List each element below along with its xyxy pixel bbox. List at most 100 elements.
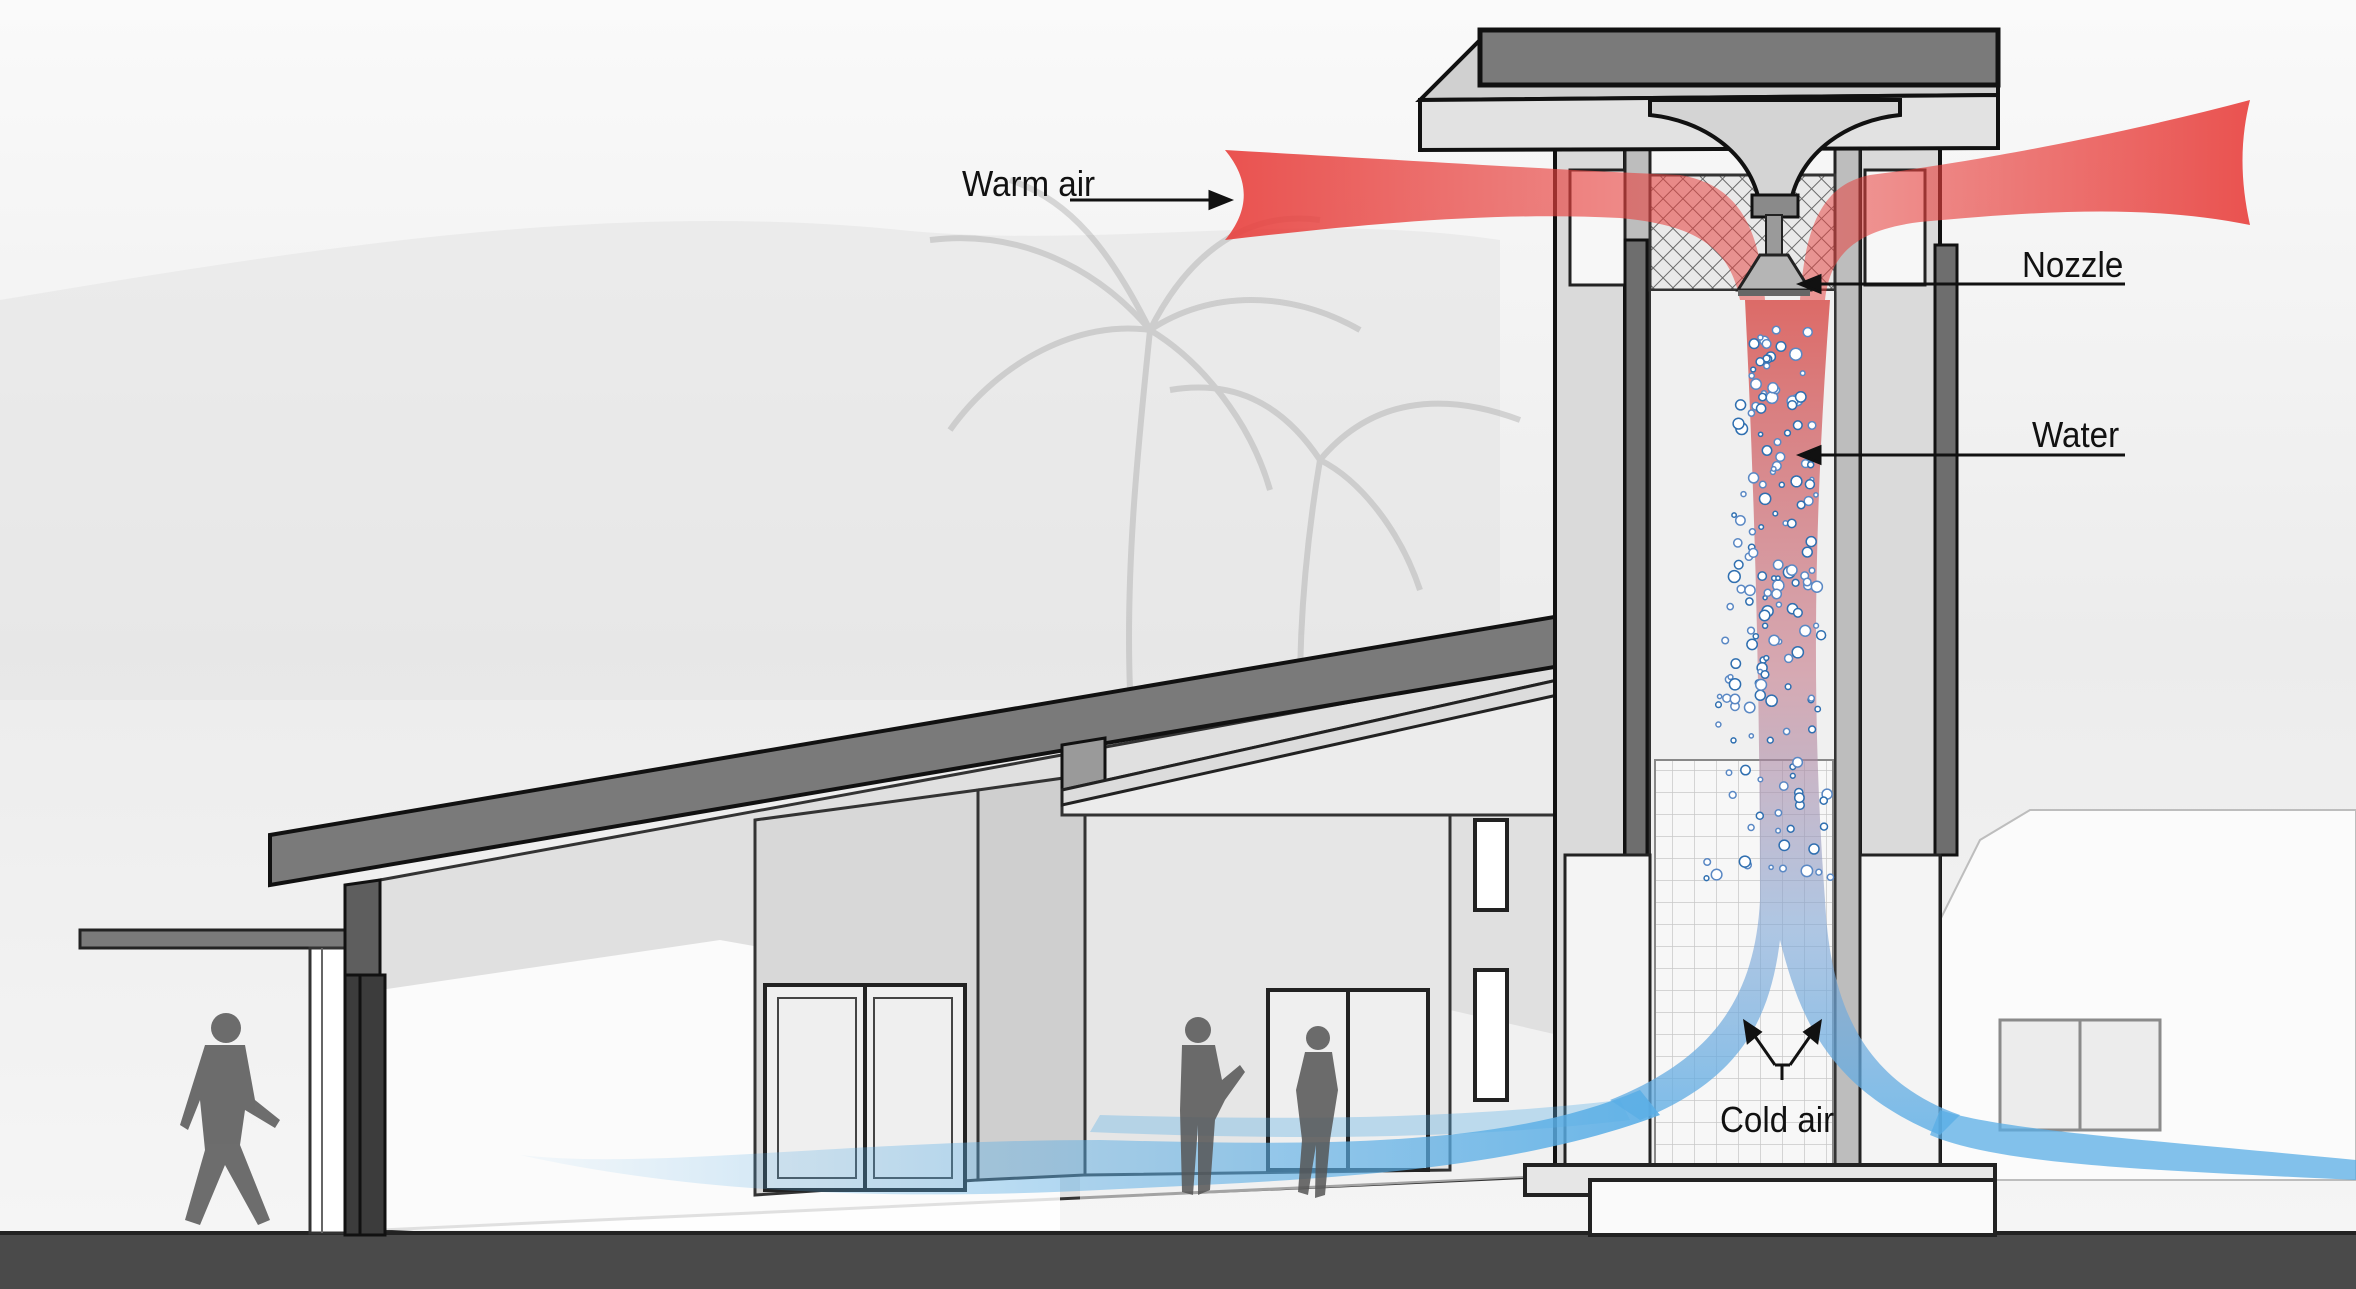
water-drop-icon	[1775, 575, 1781, 581]
water-drop-icon	[1792, 607, 1803, 618]
water-drop-icon	[1789, 772, 1796, 779]
water-drop-icon	[1773, 438, 1782, 447]
water-drop-icon	[1778, 781, 1789, 792]
water-drop-icon	[1746, 638, 1759, 651]
background-hills	[0, 220, 1500, 700]
water-drop-icon	[1755, 811, 1765, 821]
water-drop-icon	[1728, 677, 1742, 691]
cold-air-left-flow	[520, 1090, 1660, 1195]
water-drop-icon	[1727, 569, 1741, 584]
water-drop-icon	[1799, 624, 1812, 637]
water-label: Water	[2032, 414, 2120, 455]
person-silhouette-icon	[1296, 1026, 1338, 1198]
water-drop-icon	[1729, 693, 1741, 705]
water-drop-icon	[1758, 492, 1772, 506]
water-drop-icon	[1783, 429, 1792, 437]
water-drop-icon	[1744, 584, 1756, 597]
warm-air-arrow	[1070, 189, 1235, 211]
water-drop-icon	[1740, 490, 1747, 498]
water-drop-icon	[1796, 500, 1806, 510]
water-drop-icon	[1745, 597, 1754, 606]
water-drop-icon	[1775, 827, 1782, 834]
water-drop-icon	[1750, 378, 1762, 391]
water-drop-icon	[1799, 370, 1806, 377]
water-drop-icon	[1772, 559, 1784, 571]
water-drop-icon	[1758, 392, 1767, 402]
water-drop-icon	[1757, 334, 1764, 341]
water-drop-icon	[1761, 622, 1769, 630]
water-drop-icon	[1789, 347, 1803, 361]
water-droplets	[1703, 325, 1835, 882]
water-drop-icon	[1812, 622, 1820, 629]
water-drop-icon	[1806, 460, 1815, 469]
water-drop-icon	[1813, 492, 1819, 498]
water-drop-icon	[1747, 472, 1760, 484]
water-drop-icon	[1760, 669, 1770, 680]
water-drop-icon	[1801, 546, 1813, 558]
water-drop-icon	[1734, 514, 1746, 526]
water-drop-icon	[1778, 839, 1791, 852]
water-drop-icon	[1804, 479, 1816, 490]
water-drop-icon	[1765, 694, 1778, 708]
water-drop-icon	[1755, 357, 1765, 367]
palm-tree-icon	[929, 177, 1522, 691]
warm-air-left-flow	[1225, 150, 1765, 300]
water-drop-icon	[1748, 338, 1760, 350]
water-drop-icon	[1805, 535, 1817, 548]
water-drop-icon	[1730, 737, 1737, 744]
water-drop-icon	[1725, 769, 1733, 777]
water-drop-icon	[1728, 790, 1737, 800]
water-drop-icon	[1703, 875, 1710, 882]
water-drop-icon	[1757, 571, 1768, 582]
water-drop-icon	[1716, 693, 1723, 700]
water-drop-icon	[1726, 602, 1735, 611]
nozzle-arrow	[1795, 273, 2125, 295]
water-drop-icon	[1721, 636, 1730, 645]
air-column	[1610, 300, 1960, 1135]
water-drop-icon	[1807, 725, 1817, 734]
water-drop-icon	[1775, 451, 1786, 463]
cold-air-label: Cold air	[1720, 1099, 1835, 1140]
water-drop-icon	[1775, 340, 1787, 353]
water-drop-icon	[1714, 701, 1723, 709]
water-drop-icon	[1743, 701, 1756, 714]
water-drop-icon	[1734, 399, 1747, 411]
ground	[0, 1235, 2356, 1289]
water-drop-icon	[1738, 855, 1752, 868]
water-drop-icon	[1770, 465, 1777, 472]
water-drop-icon	[1808, 843, 1820, 855]
nozzle-label: Nozzle	[2022, 244, 2124, 285]
water-drop-icon	[1774, 808, 1783, 817]
water-drop-icon	[1755, 403, 1767, 414]
water-drop-icon	[1802, 577, 1812, 587]
water-drop-icon	[1800, 864, 1814, 878]
water-drop-icon	[1802, 326, 1813, 338]
water-drop-icon	[1710, 868, 1723, 881]
water-drop-icon	[1761, 445, 1773, 456]
water-drop-icon	[1807, 420, 1817, 430]
water-drop-icon	[1732, 417, 1745, 430]
window	[1473, 968, 1509, 1102]
main-building	[268, 602, 1627, 1237]
water-drop-icon	[1771, 588, 1783, 600]
water-drop-icon	[1768, 634, 1780, 647]
water-drop-icon	[1793, 792, 1805, 804]
water-drop-icon	[1786, 564, 1798, 576]
water-drop-icon	[1775, 601, 1783, 608]
water-drop-icon	[1815, 629, 1827, 641]
water-arrow	[1795, 444, 2125, 466]
water-drop-icon	[1787, 399, 1798, 411]
water-drop-icon	[1752, 632, 1760, 640]
water-drop-icon	[1807, 694, 1816, 702]
water-drop-icon	[1783, 653, 1794, 664]
water-drop-icon	[1767, 382, 1779, 394]
water-drop-icon	[1748, 372, 1756, 380]
water-drop-icon	[1766, 736, 1774, 744]
water-drop-icon	[1740, 764, 1751, 776]
water-drop-icon	[1782, 727, 1791, 736]
water-drop-icon	[1808, 567, 1816, 574]
water-drop-icon	[1747, 823, 1755, 832]
water-drop-icon	[1790, 475, 1803, 488]
water-drop-icon	[1763, 362, 1771, 370]
